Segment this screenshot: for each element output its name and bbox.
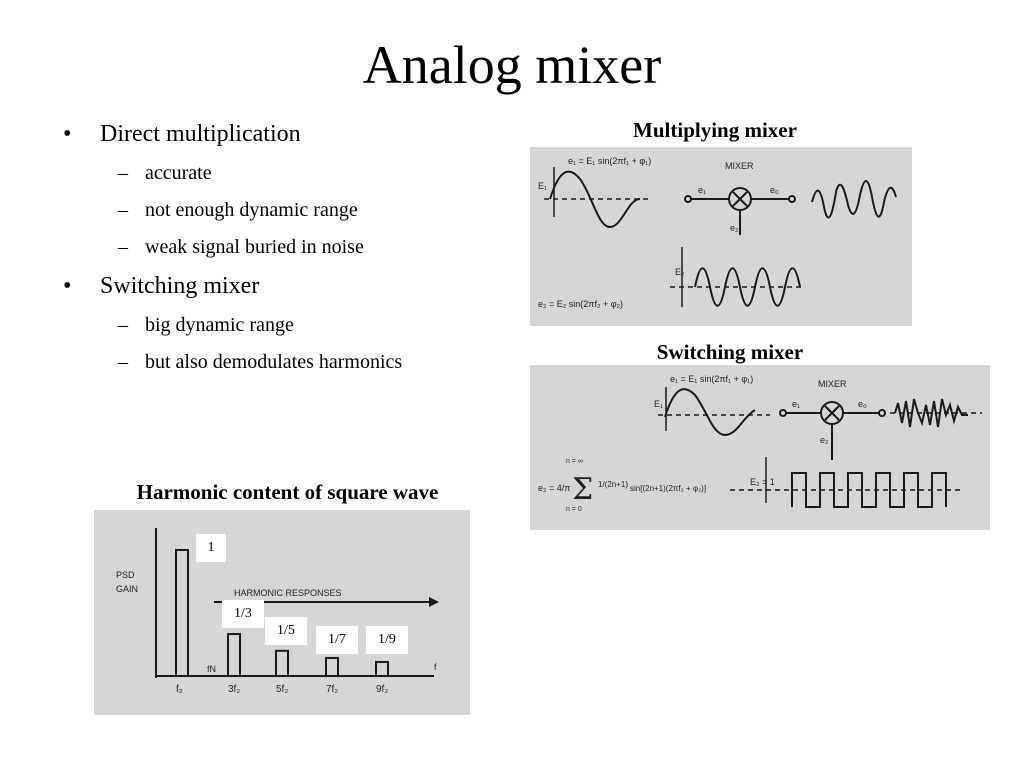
lo-label: e₂ <box>820 435 829 445</box>
series-lower: n = 0 <box>566 506 582 513</box>
multiplying-mixer-caption: Multiplying mixer <box>633 118 797 142</box>
bullet-marker: • <box>63 121 72 147</box>
input-label: e₁ <box>698 185 706 195</box>
series-term: sin[(2n+1)(2πf₂ + φ₂)] <box>630 484 706 493</box>
x-axis-label: f <box>434 662 437 672</box>
eq-top: e₁ = E₁ sin(2πf₁ + φ₁) <box>568 156 651 166</box>
input-sine-wave <box>549 170 641 229</box>
eq-bottom: e₂ = E₂ sin(2πf₂ + φ₂) <box>538 299 623 309</box>
bullet-text: Direct multiplication <box>100 121 301 147</box>
harmonic-figure: f₂ 3f₂ 5f₂ 7f₂ 9f₂ PSD GAIN HARMONIC RESPONS… <box>94 510 470 715</box>
multiplying-mixer-figure: e₁ = E₁ sin(2πf₁ + φ₁) MIXER e₁ e₀ e₂ E₁… <box>530 147 912 326</box>
series-prefix: e₂ = 4/π <box>538 483 570 493</box>
lo-label: e₂ <box>730 223 739 233</box>
harmonic-arrow-label: HARMONIC RESPONSES <box>234 588 342 598</box>
harmonic-bar <box>325 656 339 677</box>
harmonic-tick-label: 7f₂ <box>326 684 338 695</box>
switching-mixer-figure: e₁ = E₁ sin(2πf₁ + φ₁) MIXER e₁ e₀ e₂ E₁… <box>530 365 990 530</box>
amp2-label: E₂ <box>675 267 685 277</box>
dash-marker: – <box>118 199 128 221</box>
lo-square-wave <box>791 472 947 508</box>
output-waveform <box>811 180 897 219</box>
lo-sine-wave <box>694 267 801 307</box>
y-label-gain: GAIN <box>116 584 138 594</box>
harmonic-tick-label: 9f₂ <box>376 684 388 695</box>
output-label: e₀ <box>770 185 779 195</box>
harmonic-tick-label: 3f₂ <box>228 684 240 695</box>
harmonic-chart: f₂ 3f₂ 5f₂ 7f₂ 9f₂ PSD GAIN HARMONIC RESPONS… <box>116 528 439 695</box>
harmonic-tick-label: 5f₂ <box>276 684 288 695</box>
dash-marker: – <box>118 162 128 184</box>
bullet-marker: • <box>63 273 72 299</box>
switching-mixer-diagram: e₁ = E₁ sin(2πf₁ + φ₁) MIXER e₁ e₀ e₂ E₁… <box>538 374 982 513</box>
eq-top: e₁ = E₁ sin(2πf₁ + φ₁) <box>670 374 753 384</box>
harmonic-label-1-9: 1/9 <box>366 626 408 654</box>
dash-marker: – <box>118 351 128 373</box>
input-sine-wave <box>664 388 756 437</box>
series-upper: n = ∞ <box>566 458 583 465</box>
mixer-label: MIXER <box>818 379 847 389</box>
multiplying-mixer-diagram: e₁ = E₁ sin(2πf₁ + φ₁) MIXER e₁ e₀ e₂ E₁… <box>538 156 897 309</box>
sub-bullet-text: not enough dynamic range <box>145 199 358 221</box>
output-label: e₀ <box>858 399 867 409</box>
output-waveform <box>894 398 968 428</box>
bullet-text: Switching mixer <box>100 273 260 299</box>
harmonic-label-1-7: 1/7 <box>316 626 358 654</box>
amp1-label: E₁ <box>538 181 547 191</box>
switching-mixer-caption: Switching mixer <box>656 340 804 364</box>
sub-bullet-text: weak signal buried in noise <box>145 236 364 258</box>
dash-marker: – <box>118 236 128 258</box>
sub-bullet-text: big dynamic range <box>145 314 294 336</box>
harmonic-label-1-3: 1/3 <box>222 600 264 628</box>
harmonic-bar <box>227 633 241 677</box>
harmonic-label-1: 1 <box>196 534 226 562</box>
sigma-symbol: Σ <box>572 472 593 507</box>
amp1-label: E₁ <box>654 399 663 409</box>
sub-bullet-text: but also demodulates harmonics <box>145 351 403 373</box>
harmonic-tick-label: f₂ <box>176 684 183 695</box>
dash-marker: – <box>118 314 128 336</box>
fn-label: fN <box>207 664 216 674</box>
amp2-label: E₂ = 1 <box>750 477 775 487</box>
y-label-psd: PSD <box>116 570 135 580</box>
sub-bullet-text: accurate <box>145 162 212 184</box>
input-label: e₁ <box>792 399 800 409</box>
harmonic-bar <box>175 549 189 677</box>
series-frac: 1/(2n+1) <box>598 480 628 489</box>
harmonic-caption: Harmonic content of square wave <box>136 480 439 504</box>
harmonic-label-1-5: 1/5 <box>265 617 307 645</box>
mixer-label: MIXER <box>725 161 754 171</box>
arrow-head <box>429 597 439 607</box>
harmonic-bar <box>375 661 389 678</box>
slide-title: Analog mixer <box>362 35 662 95</box>
harmonic-bar <box>275 649 289 678</box>
